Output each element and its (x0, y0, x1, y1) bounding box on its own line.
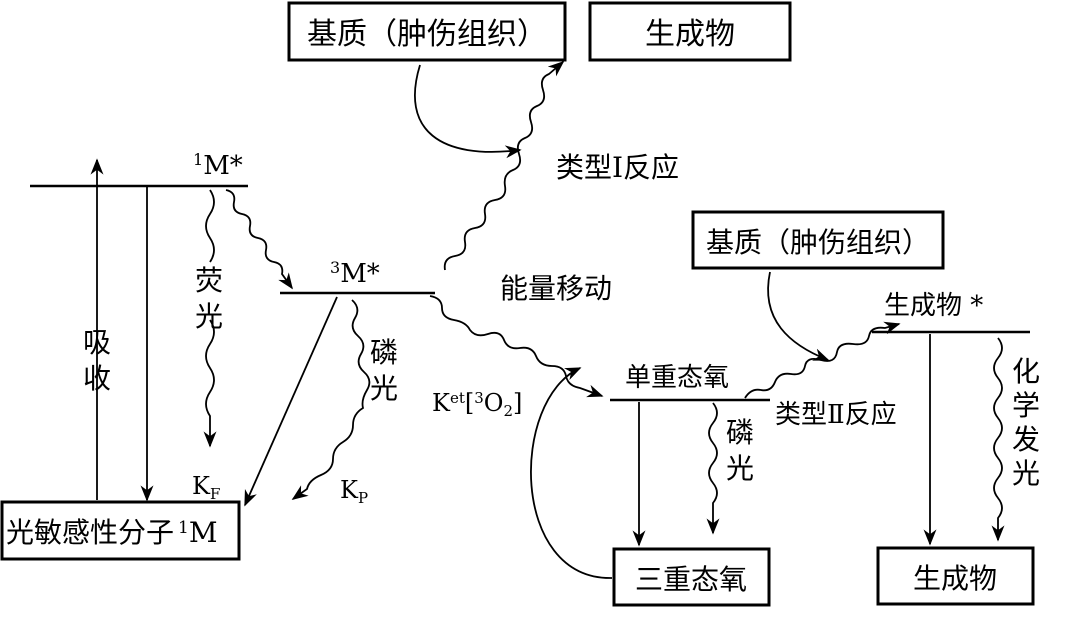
product-top-box: 生成物 (588, 1, 792, 62)
type1-wave (443, 60, 565, 271)
substrate-right-box: 基质（肿伤组织） (691, 210, 945, 270)
triplet-oxygen-label: 三重态氧 (635, 563, 747, 596)
absorption-label-2: 收 (83, 362, 111, 395)
phosphorescence-wave (291, 299, 371, 500)
chemiluminescence-label-2: 学 (1012, 389, 1040, 422)
triplet-excited-label: 3M* (330, 258, 380, 289)
kf-label: KF (192, 472, 220, 503)
type1-reaction-label: 类型Ⅰ反应 (556, 151, 679, 184)
singlet-oxygen-label: 单重态氧 (625, 363, 729, 393)
fluorescence-label-1: 荧 (195, 264, 223, 297)
substrate-top-label: 基质（肿伤组织） (307, 17, 547, 52)
product-bottom-box: 生成物 (876, 546, 1035, 606)
chemiluminescence-label-4: 光 (1012, 457, 1040, 490)
triplet-decay-arrow (244, 296, 338, 507)
product-bottom-label: 生成物 (913, 562, 997, 595)
phosphorescence-o2-label-2: 光 (726, 452, 754, 485)
product-top-label: 生成物 (645, 17, 735, 52)
fluorescence-label-2: 光 (195, 300, 223, 333)
kp-label: KP (340, 476, 368, 507)
photosensitizer-name: 光敏感性分子 (6, 516, 174, 549)
singlet-excited-label: 1M* (193, 150, 243, 181)
absorption-label-1: 吸 (83, 326, 111, 359)
triplet-oxygen-box: 三重态氧 (612, 547, 771, 607)
oxygen-phosphorescence-wave (706, 402, 720, 535)
phosphorescence-label-1: 磷 (370, 336, 398, 369)
photosensitizer-state: M (189, 516, 218, 549)
type2-wave (744, 321, 901, 399)
chemiluminescence-wave (991, 337, 1005, 542)
energy-transfer-wave (429, 295, 604, 398)
substrate-top-box: 基质（肿伤组织） (287, 1, 567, 62)
chemiluminescence-label-1: 化 (1012, 355, 1040, 388)
energy-transfer-label: 能量移动 (500, 272, 612, 305)
substrate-to-type1-arrow (414, 64, 522, 159)
excited-product-label: 生成物 * (884, 291, 983, 321)
intersystem-crossing-wave (225, 189, 293, 290)
photosensitizer-sup: 1 (178, 518, 189, 538)
substrate-right-label: 基质（肿伤组织） (706, 226, 930, 259)
phosphorescence-o2-label-1: 磷 (726, 416, 754, 449)
oxygen-regeneration-arrow (530, 367, 613, 579)
type2-reaction-label: 类型Ⅱ反应 (775, 400, 897, 430)
substrate-to-type2-arrow (767, 271, 830, 361)
chemiluminescence-label-3: 发 (1012, 423, 1040, 456)
fluorescence-wave (206, 189, 214, 446)
phosphorescence-label-2: 光 (370, 372, 398, 405)
ket-label: Ket[3O2] (432, 389, 522, 420)
